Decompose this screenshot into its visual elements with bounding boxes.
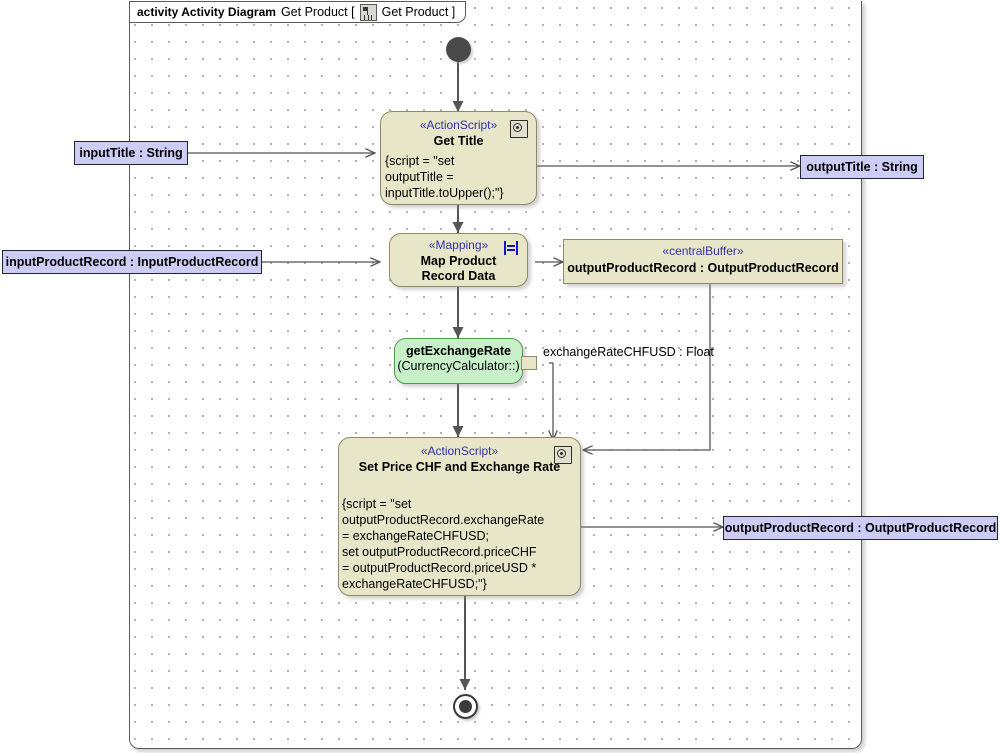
get-title-script: {script = "set outputTitle = inputTitle.… [385, 154, 504, 200]
action-node-get-title[interactable]: «ActionScript» Get Title {script = "set … [380, 111, 537, 205]
get-title-stereotype: «ActionScript» [419, 118, 498, 132]
central-buffer-stereotype: «centralBuffer» [662, 244, 744, 258]
parameter-node-output-product-record[interactable]: outputProductRecord : OutputProductRecor… [723, 516, 998, 540]
action-node-set-price-chf-and-exchange-rate[interactable]: «ActionScript» Set Price CHF and Exchang… [338, 437, 581, 596]
action-script-icon [510, 120, 528, 138]
frame-keyword: activity Activity Diagram [137, 5, 276, 19]
set-price-name: Set Price CHF and Exchange Rate [358, 460, 561, 474]
get-exchange-rate-name: getExchangeRate [406, 344, 511, 358]
set-price-script: {script = "set outputProductRecord.excha… [342, 497, 545, 591]
initial-node[interactable] [446, 37, 471, 62]
activity-final-node[interactable] [453, 694, 478, 719]
set-price-stereotype: «ActionScript» [420, 444, 499, 458]
map-product-stereotype: «Mapping» [428, 238, 489, 252]
diagram-frame-title: activity Activity Diagram Get Product [ … [129, 1, 467, 23]
call-behavior-get-exchange-rate[interactable]: getExchangeRate (CurrencyCalculator::) [394, 338, 523, 384]
action-script-icon [554, 446, 572, 464]
output-pin-exchange-rate[interactable] [521, 356, 537, 370]
parameter-node-output-title[interactable]: outputTitle : String [800, 155, 924, 179]
get-title-name: Get Title [433, 134, 484, 148]
central-buffer-name: outputProductRecord : OutputProductRecor… [567, 261, 839, 275]
frame-context-name: Get Product ] [381, 5, 456, 19]
frame-diagram-name: Get Product [ [280, 5, 355, 19]
mapping-icon [504, 241, 518, 255]
central-buffer-node[interactable]: «centralBuffer» outputProductRecord : Ou… [563, 239, 843, 284]
map-product-name: Map Product Record Data [420, 254, 497, 283]
activity-diagram-icon [359, 3, 377, 21]
output-pin-label: exchangeRateCHFUSD : Float [543, 345, 714, 359]
parameter-node-input-title[interactable]: inputTitle : String [74, 141, 188, 165]
parameter-node-input-product-record[interactable]: inputProductRecord : InputProductRecord [2, 250, 262, 274]
action-node-map-product-record-data[interactable]: «Mapping» Map Product Record Data [389, 233, 528, 287]
get-exchange-rate-subtitle: (CurrencyCalculator::) [397, 359, 520, 373]
activity-final-inner [459, 700, 472, 713]
